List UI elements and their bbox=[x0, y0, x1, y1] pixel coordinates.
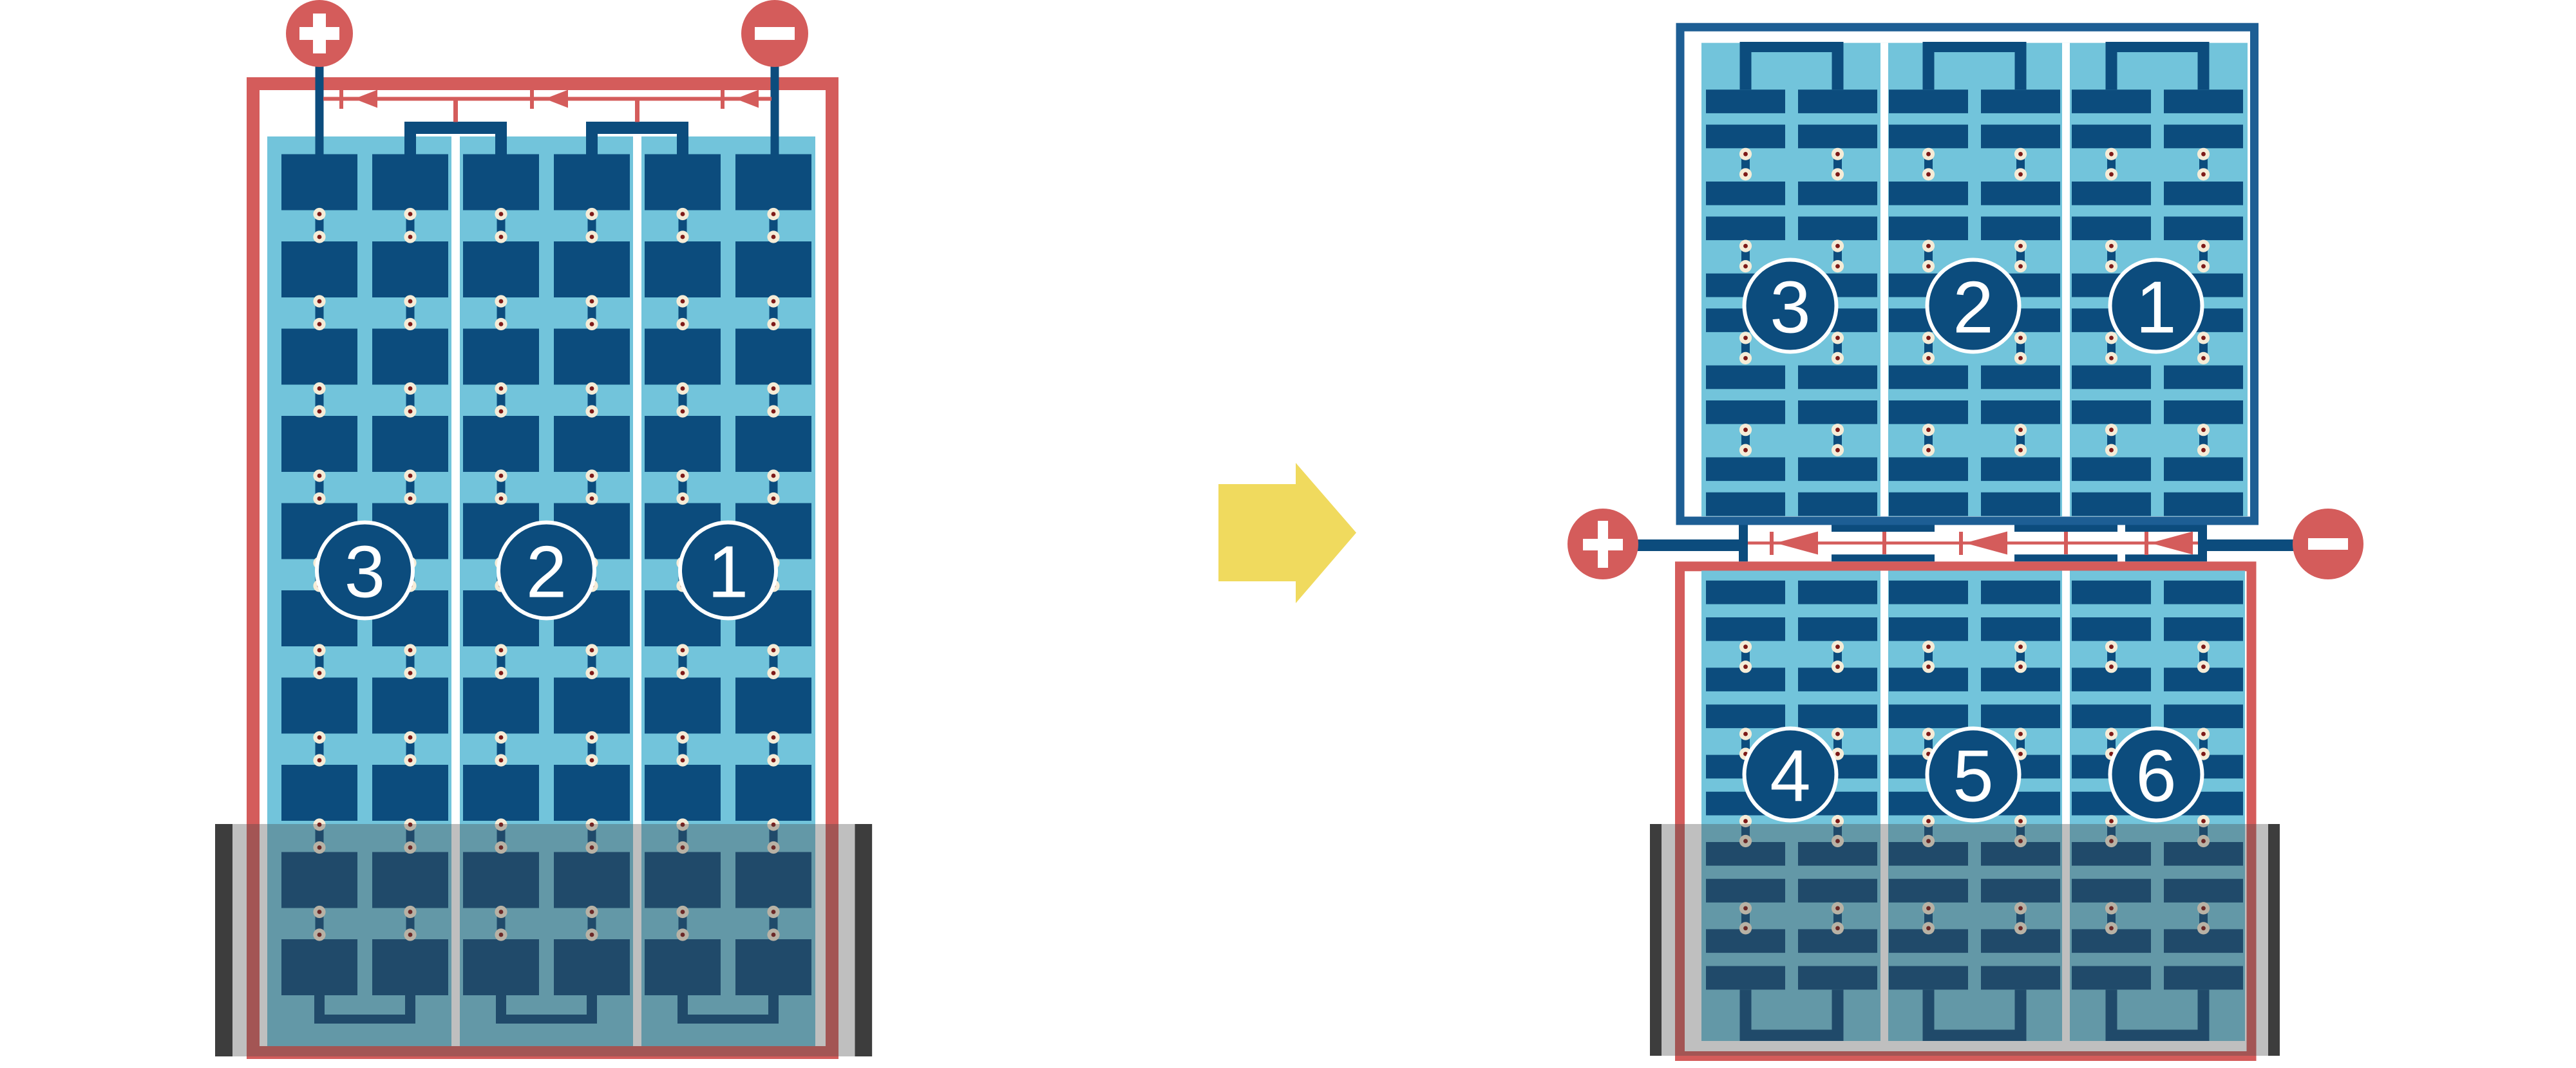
svg-text:1: 1 bbox=[2136, 267, 2176, 349]
svg-text:2: 2 bbox=[1953, 267, 1993, 349]
svg-text:1: 1 bbox=[708, 532, 748, 614]
svg-text:4: 4 bbox=[1770, 736, 1810, 818]
svg-text:3: 3 bbox=[1770, 267, 1810, 349]
svg-text:3: 3 bbox=[345, 532, 385, 614]
svg-text:6: 6 bbox=[2136, 736, 2176, 818]
svg-text:2: 2 bbox=[526, 532, 567, 614]
svg-text:5: 5 bbox=[1953, 736, 1993, 818]
